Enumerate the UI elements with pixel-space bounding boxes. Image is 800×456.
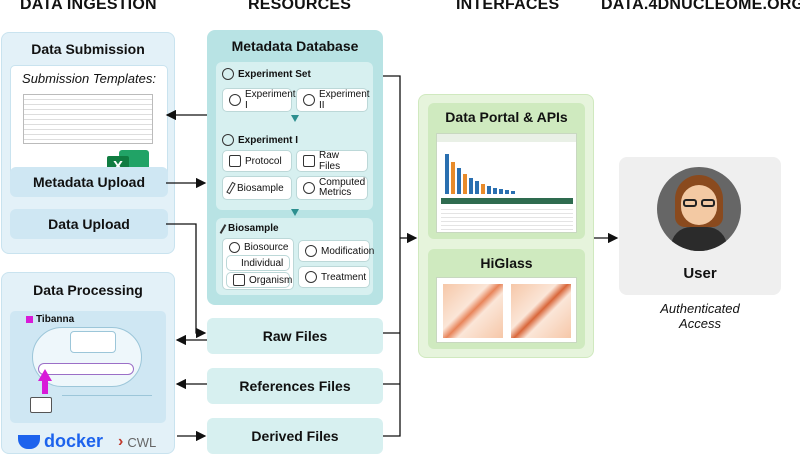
- experiment-icon: [229, 94, 241, 106]
- heatmap-right-icon: [511, 284, 571, 338]
- modification-label: Modification: [321, 245, 375, 257]
- tibanna-diagram: Tibanna: [10, 311, 166, 423]
- computed-metrics-label: Computed Metrics: [319, 177, 366, 198]
- biosample-box: Biosample Biosource Individual Organism …: [216, 218, 374, 295]
- metadata-upload-button[interactable]: Metadata Upload: [10, 167, 168, 197]
- raw-files-chip-label: Raw Files: [319, 150, 341, 172]
- biosample-chip[interactable]: Biosample: [222, 176, 292, 200]
- experiment-detail-label: Experiment I: [238, 134, 299, 146]
- experiment-set-title: Experiment Set: [222, 68, 311, 80]
- experiment-icon: [303, 94, 315, 106]
- treatment-label: Treatment: [321, 271, 367, 283]
- access-line-2: Access: [679, 316, 721, 331]
- data-processing-panel: Data Processing Tibanna docker › CWL: [1, 272, 175, 454]
- header-data-ingestion: DATA INGESTION: [20, 0, 157, 13]
- header-site: DATA.4DNUCLEOME.ORG: [601, 0, 800, 13]
- experiment-2-label: Experiment II: [319, 89, 370, 111]
- data-upload-button[interactable]: Data Upload: [10, 209, 168, 239]
- gear-icon: [303, 182, 315, 194]
- organism-icon: [233, 274, 245, 286]
- user-panel: User: [619, 157, 781, 295]
- experiment-1-label: Experiment I: [245, 89, 296, 111]
- treatment-chip[interactable]: Treatment: [298, 266, 370, 288]
- down-arrow-icon: [291, 115, 299, 122]
- higlass-screenshot: [436, 277, 577, 343]
- raw-files-chip[interactable]: Raw Files: [296, 150, 368, 172]
- pipeline-legend: [62, 395, 152, 415]
- biosample-chip-label: Biosample: [237, 182, 284, 194]
- data-portal-box: Data Portal & APIs: [428, 103, 585, 239]
- authenticated-access-text: Authenticated Access: [619, 301, 781, 331]
- treatment-icon: [305, 271, 317, 283]
- interfaces-panel: Data Portal & APIs HiGlass: [418, 94, 594, 358]
- cwl-icon: ›: [118, 433, 124, 450]
- experiment-set-icon: [222, 68, 234, 80]
- biosource-item[interactable]: Biosource: [229, 242, 288, 253]
- dna-icon: [305, 245, 317, 257]
- heatmap-left-icon: [443, 284, 503, 338]
- tibanna-logo-icon: [26, 316, 33, 323]
- references-files-resource[interactable]: References Files: [207, 368, 383, 404]
- computed-metrics-chip[interactable]: Computed Metrics: [296, 176, 368, 200]
- docker-logo: docker: [18, 431, 103, 452]
- header-resources: RESOURCES: [248, 0, 352, 13]
- metadata-database-title: Metadata Database: [231, 38, 359, 54]
- organism-label: Organism: [249, 274, 293, 286]
- biosource-icon: [229, 242, 240, 253]
- data-box-icon: [70, 331, 116, 353]
- submission-templates-label: Submission Templates:: [22, 71, 156, 86]
- portal-bar-chart-icon: [445, 154, 515, 194]
- tibanna-text: Tibanna: [36, 314, 75, 325]
- derived-files-resource[interactable]: Derived Files: [207, 418, 383, 454]
- tibanna-label: Tibanna: [26, 314, 74, 325]
- cwl-text: CWL: [127, 434, 157, 450]
- data-portal-screenshot: [436, 133, 577, 233]
- experiment-2-chip[interactable]: Experiment II: [296, 88, 370, 112]
- biosource-group: Biosource Individual Organism: [222, 238, 294, 290]
- docker-whale-icon: [18, 434, 40, 449]
- user-computer-icon: [30, 397, 52, 413]
- protocol-label: Protocol: [245, 155, 282, 167]
- higlass-title: HiGlass: [480, 255, 533, 271]
- data-submission-title: Data Submission: [31, 41, 145, 57]
- raw-files-resource[interactable]: Raw Files: [207, 318, 383, 354]
- organism-chip[interactable]: Organism: [226, 272, 293, 288]
- metadata-database-panel: Metadata Database Experiment Set Experim…: [207, 30, 383, 305]
- individual-chip[interactable]: Individual: [226, 255, 290, 271]
- data-portal-title: Data Portal & APIs: [445, 109, 568, 125]
- pink-arrow-icon: [38, 369, 52, 381]
- access-line-1: Authenticated: [660, 301, 740, 316]
- user-avatar-icon: [657, 167, 741, 251]
- experiment-1-chip[interactable]: Experiment I: [222, 88, 296, 112]
- experiment-detail-title: Experiment I: [222, 134, 298, 146]
- experiment-set-label: Experiment Set: [238, 68, 311, 80]
- biosample-title: Biosample: [219, 223, 279, 234]
- biosource-label: Biosource: [244, 242, 289, 253]
- biosample-title-label: Biosample: [228, 223, 279, 234]
- experiment-detail-icon: [222, 134, 234, 146]
- protocol-icon: [229, 155, 241, 167]
- down-arrow-icon: [291, 209, 299, 216]
- individual-label: Individual: [241, 257, 284, 269]
- data-processing-title: Data Processing: [33, 282, 143, 298]
- cwl-logo: › CWL: [118, 433, 156, 451]
- experiment-detail-box: Experiment I Protocol Raw Files Biosampl…: [216, 128, 373, 210]
- data-submission-panel: Data Submission Submission Templates: X …: [1, 32, 175, 254]
- docker-text: docker: [44, 431, 104, 451]
- protocol-chip[interactable]: Protocol: [222, 150, 292, 172]
- header-interfaces: INTERFACES: [456, 0, 560, 13]
- user-label: User: [683, 265, 717, 282]
- spreadsheet-preview: [23, 94, 153, 144]
- modification-chip[interactable]: Modification: [298, 240, 374, 262]
- higlass-box: HiGlass: [428, 249, 585, 349]
- file-icon: [303, 155, 315, 167]
